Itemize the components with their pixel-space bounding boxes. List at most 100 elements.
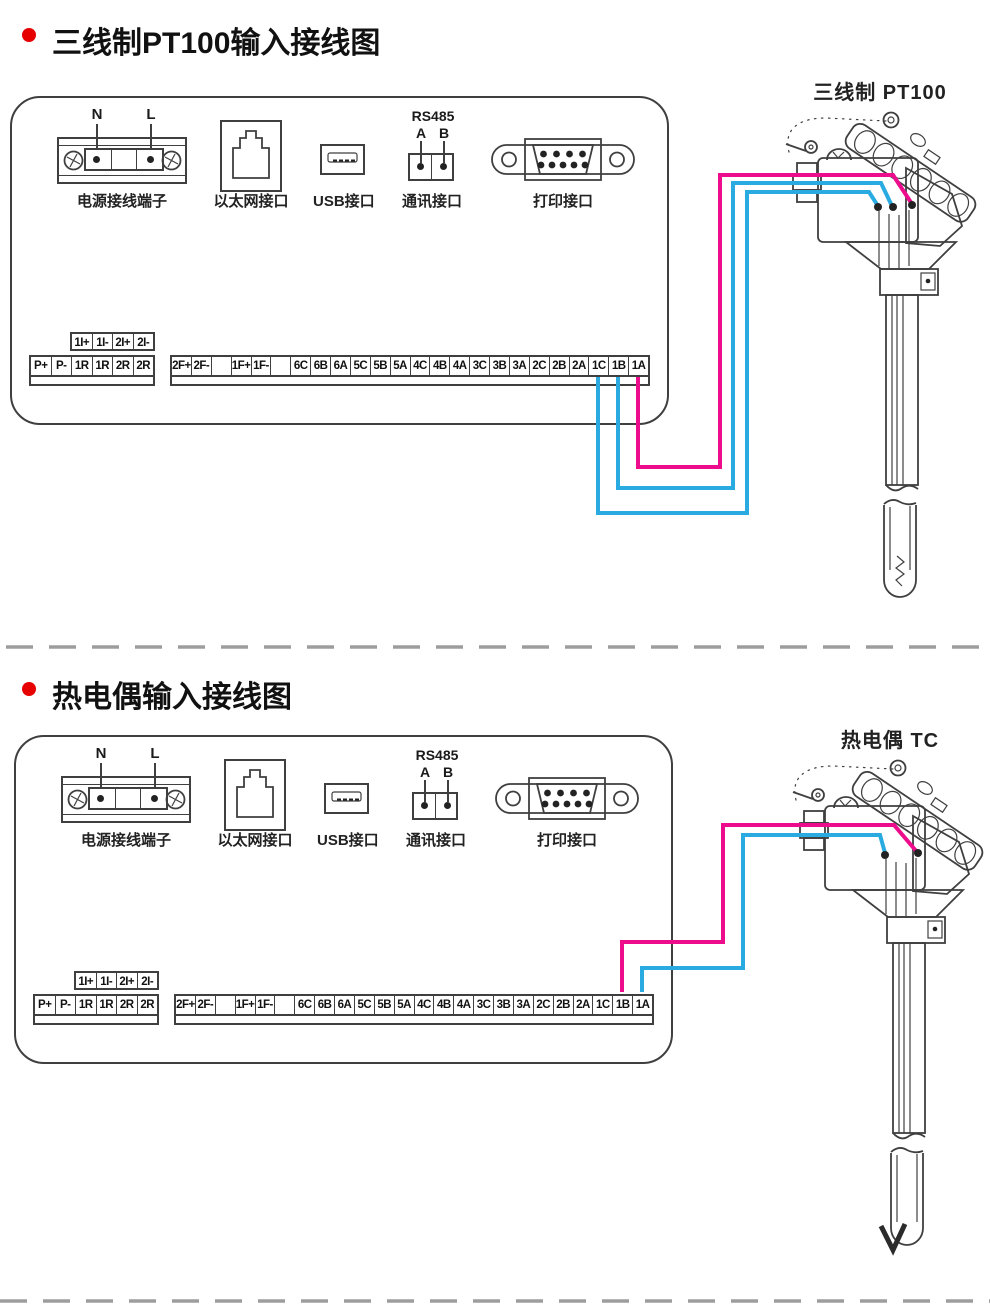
terminal-strip-body [174,1016,654,1025]
terminal-cell: 5B [373,996,394,1014]
terminal-cell: 1F- [254,996,275,1014]
sensor-terminal-dot [881,851,889,859]
sensor-terminal-dot [914,849,922,857]
sensor-pt100-drawing [785,111,977,598]
power-l-contact [147,156,154,163]
section2-title: 热电偶输入接线图 [52,681,292,714]
terminal-cell: 5C [353,996,374,1014]
terminal-cell: 1B [612,996,632,1014]
power-contact-cells [88,787,168,810]
terminal-cell: 2R [112,357,133,375]
rs485-a-leader [420,141,422,163]
rs485-title: RS485 [411,108,455,124]
terminal-cell: 4A [449,357,469,375]
rs485-b-label: B [438,125,450,141]
terminal-cell: 6C [290,357,310,375]
rs485-terminal-icon [412,792,458,820]
terminal-cell: 1I- [95,973,117,988]
power-n-label: N [91,106,103,123]
sensor-terminal-dot [908,201,916,209]
terminal-cell [270,357,290,375]
terminal-cell: 2I- [132,334,154,349]
rs485-b-contact [444,802,451,809]
terminal-cell: 1I+ [74,337,90,349]
terminal-cell: 2C [532,996,553,1014]
terminal-cell: 2C [528,357,549,375]
rs485-a-label: A [415,125,427,141]
terminal-cell: 6A [334,996,354,1014]
rs485-b-contact [440,163,447,170]
ethernet-port-icon [224,759,286,831]
terminal-cell: 6B [314,996,334,1014]
terminal-cell: 2R [132,357,154,375]
terminal-cell: P- [54,996,76,1014]
terminal-cell: 2R [116,996,137,1014]
rs485-terminal-icon [408,153,454,181]
terminal-cell: 2F- [190,357,211,375]
rs485-a-contact [421,802,428,809]
terminal-cell: 3C [473,996,493,1014]
terminal-strip-body [29,377,155,386]
rs485-b-label: B [442,764,454,780]
terminal-strip-body [33,1016,159,1025]
terminal-cell: 2R [136,996,158,1014]
usb-port-icon [324,783,369,814]
wire-pink-1a [636,173,914,469]
terminal-cell: P+ [38,999,52,1011]
terminal-cell: P- [50,357,72,375]
terminal-cell: 3A [512,996,533,1014]
power-label: 电源接线端子 [76,193,167,210]
comm-label: 通讯接口 [406,832,467,849]
terminal-cell: 1F+ [234,996,255,1014]
usb-label: USB接口 [313,193,375,210]
db9-port-icon [495,777,639,820]
terminal-cell [210,357,231,375]
power-n-contact [97,795,104,802]
printer-label: 打印接口 [532,193,593,210]
terminal-cell: 2B [548,357,569,375]
terminal-cell: 3C [469,357,489,375]
rs485-a-leader [424,780,426,802]
rs485-title: RS485 [415,747,459,763]
terminal-cell: 3A [508,357,529,375]
power-l-label: L [150,745,160,762]
bullet-icon [22,682,36,696]
sensor-terminal-dot [889,203,897,211]
rs485-b-leader [443,141,445,163]
usb-label: USB接口 [317,832,379,849]
sensor2-label: 热电偶 TC [840,730,940,752]
terminal-cell: 3B [489,357,509,375]
terminal-cell: 2A [572,996,593,1014]
screw-icon [63,150,84,171]
terminal-cell: 2I+ [112,334,133,349]
terminal-cell: 1F+ [230,357,251,375]
terminal-cell: 2A [568,357,589,375]
usb-port-icon [320,144,365,175]
terminal-cell: 1I+ [78,976,94,988]
terminal-cell: 3B [493,996,513,1014]
recorder-rear-panel-2: N L 电源接线端子 以太网接口 USB接口 RS485 A B [14,735,673,1064]
terminal-cell: 1R [91,357,113,375]
terminal-cell: 4B [433,996,453,1014]
terminal-cell: 1C [588,357,608,375]
terminal-cell: 2I- [136,973,158,988]
power-contact-cells [84,148,164,171]
terminal-cell: 1A [628,357,648,375]
section1-title: 三线制PT100输入接线图 [52,27,381,60]
terminal-cell: 5A [389,357,410,375]
power-label: 电源接线端子 [80,832,171,849]
ethernet-label: 以太网接口 [217,832,293,849]
rs485-b-leader [447,780,449,802]
terminal-cell: 1I- [91,334,113,349]
terminal-cell: 1R [95,996,117,1014]
wire-blue-1a [640,833,887,992]
terminal-cell: 1R [75,996,96,1014]
power-n-label: N [95,745,107,762]
power-n-contact [93,156,100,163]
terminal-cell: 4C [409,357,430,375]
terminal-cell: 2F+ [172,360,191,372]
terminal-cell: 4A [453,996,473,1014]
